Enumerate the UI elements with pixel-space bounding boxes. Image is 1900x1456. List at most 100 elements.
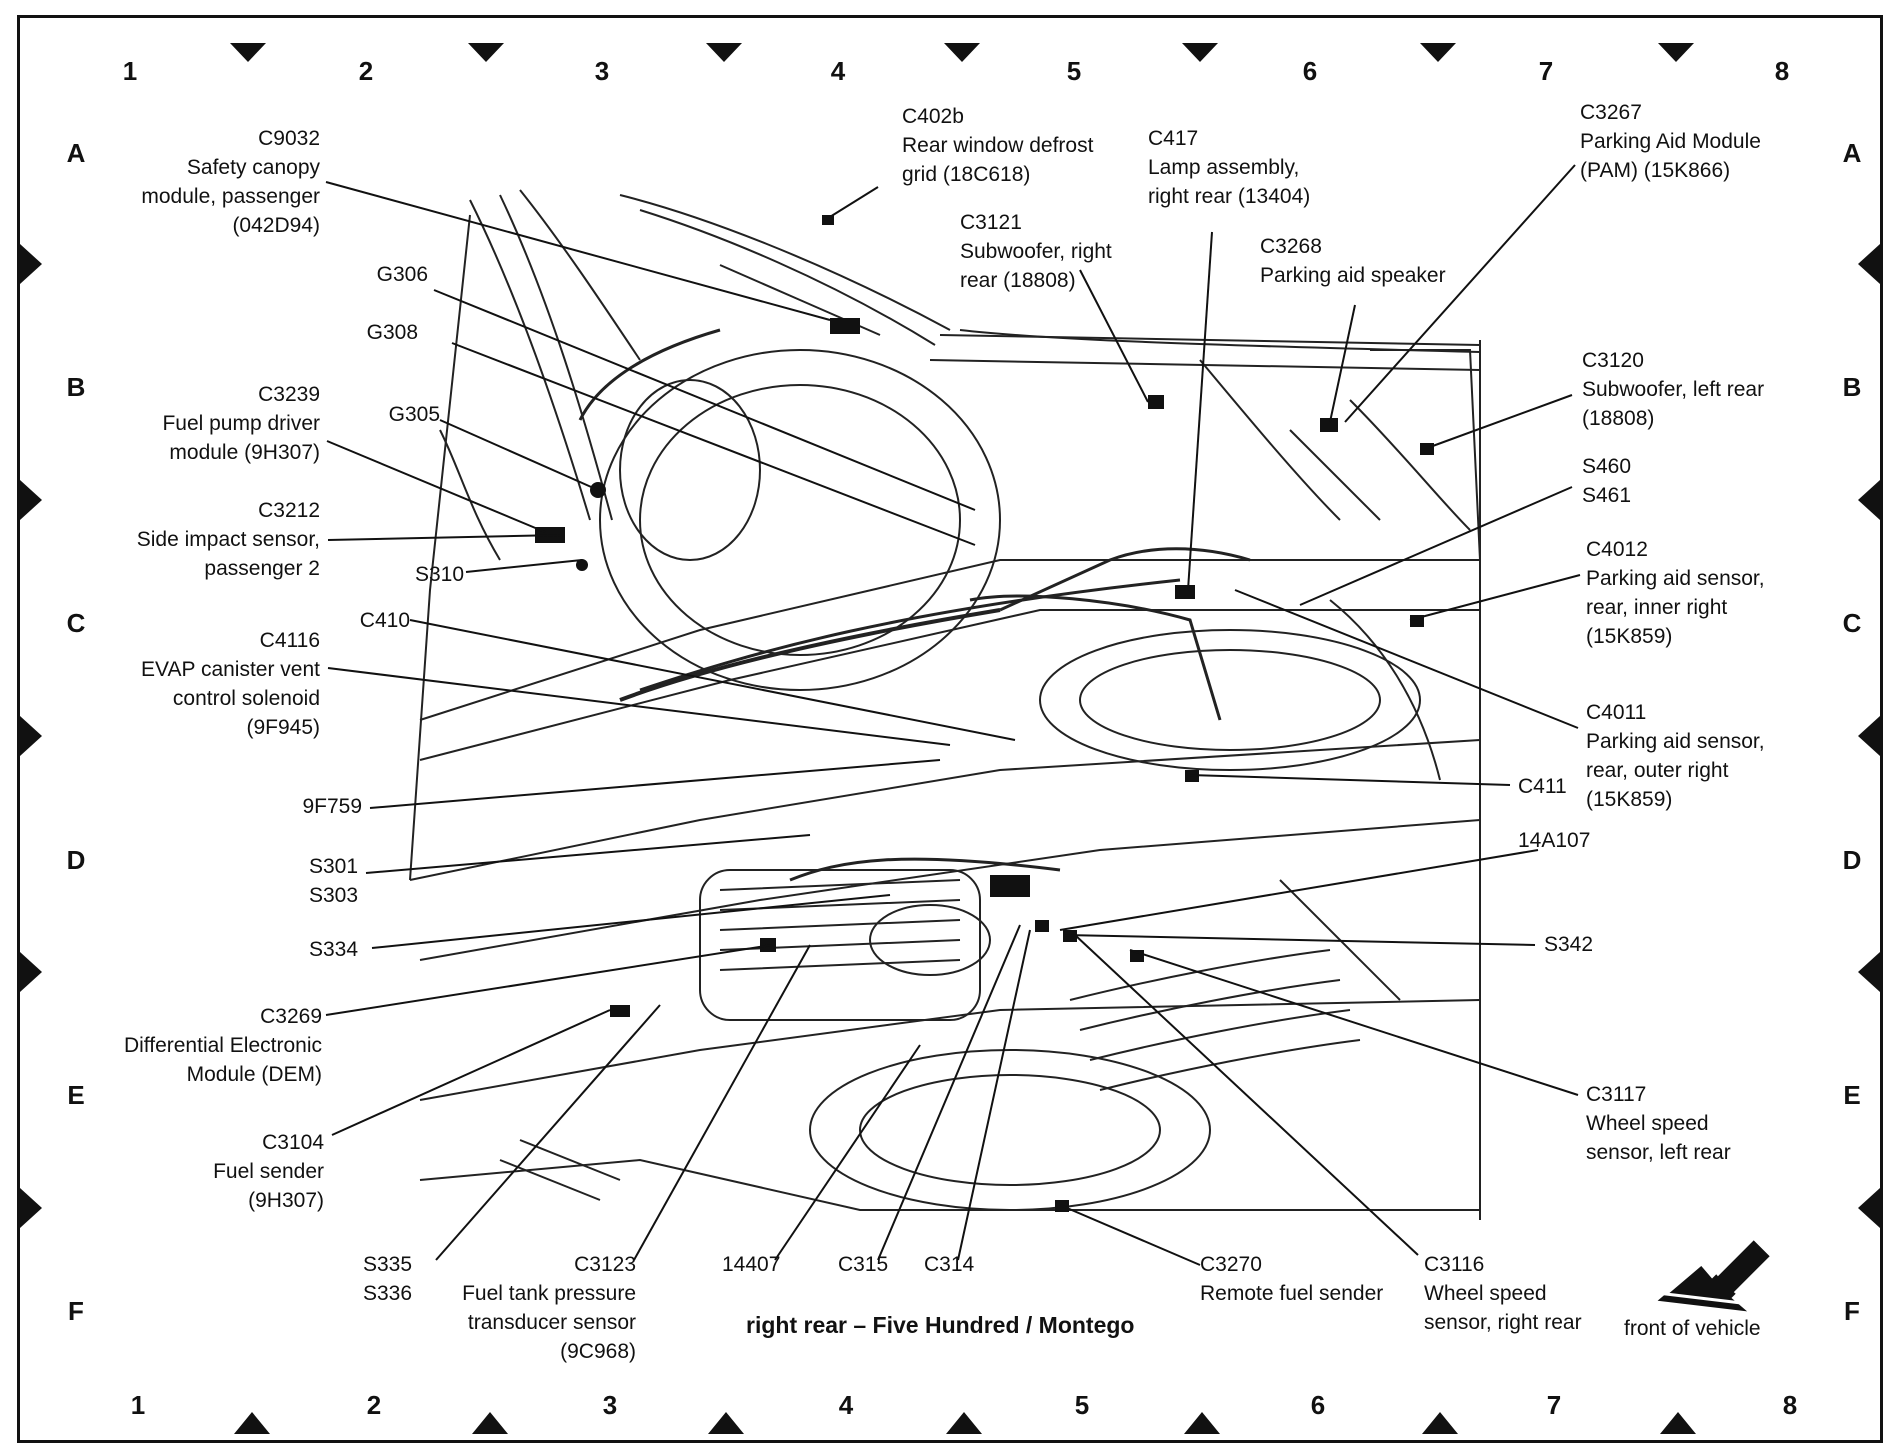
c3104-code: C3104 [262,1131,324,1154]
grid-number-top-4: 4 [830,56,846,86]
callout-c3120: C3120 Subwoofer, left rear (18808) [1582,346,1764,433]
c9032-line-2: module, passenger [141,185,320,208]
callout-g306: G306 [377,260,428,289]
callout-c4012: C4012 Parking aid sensor, rear, inner ri… [1586,535,1765,651]
c3120-line-2: (18808) [1582,407,1655,430]
c3123-code: C3123 [574,1253,636,1276]
callout-c3239: C3239 Fuel pump driver module (9H307) [162,380,320,467]
s336-code: S336 [362,1282,412,1305]
c3270-line-1: Remote fuel sender [1200,1282,1384,1305]
c9032-code: C9032 [258,127,320,150]
c3117-code: C3117 [1586,1083,1647,1106]
grid-number-top-1: 1 [122,56,138,86]
grid-number-bottom-6: 6 [1310,1390,1326,1420]
c3267-code: C3267 [1580,101,1642,124]
c3268-line-1: Parking aid speaker [1260,264,1446,287]
connector-markers [535,215,1434,1212]
callout-s335: S335 S336 [363,1250,412,1308]
front-of-vehicle-arrow [1657,1231,1779,1312]
callout-c3267: C3267 Parking Aid Module (PAM) (15K866) [1580,98,1761,185]
callout-c417: C417 Lamp assembly, right rear (13404) [1148,124,1310,211]
callout-leader-lines [325,164,1581,1266]
c4116-line-3: (9F945) [246,716,320,739]
9f759-code: 9F759 [302,795,362,818]
grid-number-bottom-7: 7 [1546,1390,1562,1420]
callout-9f759: 9F759 [302,792,362,821]
c3239-line-2: module (9H307) [169,441,320,464]
callout-g305: G305 [389,400,440,429]
grid-letter-right-b: B [1842,372,1862,402]
c3116-line-1: Wheel speed [1424,1282,1547,1305]
vehicle-body-outline [409,189,1481,1220]
callout-c315: C315 [838,1250,888,1279]
grid-number-top-2: 2 [358,56,374,86]
grid-letter-right-d: D [1842,845,1862,875]
callout-s310: S310 [415,560,464,589]
grid-letter-left-a: A [66,138,86,168]
c402b-line-1: Rear window defrost [902,134,1094,157]
grid-number-top-8: 8 [1774,56,1790,86]
grid-letter-right-a: A [1842,138,1862,168]
c3104-line-1: Fuel sender [213,1160,324,1183]
callout-14407: 14407 [722,1250,780,1279]
c3269-line-1: Differential Electronic [123,1034,322,1057]
c410-code: C410 [359,609,410,632]
s303-code: S303 [308,884,358,907]
c3269-line-2: Module (DEM) [186,1063,322,1086]
c3117-line-1: Wheel speed [1586,1112,1709,1135]
s334-code: S334 [308,938,358,961]
c3120-line-1: Subwoofer, left rear [1582,378,1765,401]
callout-c9032: C9032 Safety canopy module, passenger (0… [141,124,320,240]
grid-letter-right-c: C [1842,608,1862,638]
callout-c3104: C3104 Fuel sender (9H307) [213,1128,324,1215]
s460-code: S460 [1582,455,1632,478]
grid-number-top-5: 5 [1066,56,1082,86]
callout-c3121: C3121 Subwoofer, right rear (18808) [960,208,1112,295]
c4116-line-1: EVAP canister vent [141,658,320,681]
c3116-code: C3116 [1424,1253,1485,1276]
g308-code: G308 [366,321,418,344]
c9032-line-3: (042D94) [232,214,320,237]
c3239-code: C3239 [258,383,320,406]
c315-code: C315 [838,1253,889,1276]
c3121-line-2: rear (18808) [960,269,1076,292]
c3123-line-3: (9C968) [560,1340,636,1363]
c4012-code: C4012 [1586,538,1648,561]
c4012-line-1: Parking aid sensor, [1586,567,1765,590]
grid-number-bottom-2: 2 [366,1390,382,1420]
grid-number-bottom-8: 8 [1782,1390,1798,1420]
callout-c410: C410 [360,606,410,635]
callout-c314: C314 [924,1250,974,1279]
c417-code: C417 [1148,127,1199,150]
grid-number-bottom-5: 5 [1074,1390,1090,1420]
grid-letter-left-f: F [68,1296,84,1326]
callout-c3117: C3117 Wheel speed sensor, left rear [1586,1080,1731,1167]
grid-number-bottom-3: 3 [602,1390,618,1420]
callout-c411: C411 [1518,772,1567,801]
grid-letter-left-e: E [67,1080,85,1110]
c3123-line-2: transducer sensor [467,1311,636,1334]
c3121-code: C3121 [960,211,1022,234]
grid-letter-right-f: F [1844,1296,1860,1326]
callout-14a107: 14A107 [1518,826,1590,855]
c4116-code: C4116 [259,629,320,652]
grid-letter-left-d: D [66,845,86,875]
c3212-line-1: Side impact sensor, [136,528,320,551]
grid-letter-right-e: E [1843,1080,1861,1110]
c3269-code: C3269 [260,1005,322,1028]
c4011-line-3: (15K859) [1586,788,1673,811]
s310-code: S310 [414,563,464,586]
c4011-line-1: Parking aid sensor, [1586,730,1765,753]
grid-number-bottom-4: 4 [838,1390,854,1420]
callout-c3268: C3268 Parking aid speaker [1260,232,1446,290]
grid-letter-left-b: B [66,372,86,402]
c4012-line-2: rear, inner right [1586,596,1728,619]
c3116-line-2: sensor, right rear [1424,1311,1582,1334]
callout-c4116: C4116 EVAP canister vent control solenoi… [141,626,320,742]
14a107-code: 14A107 [1518,829,1591,852]
front-of-vehicle-label: front of vehicle [1624,1317,1761,1340]
grid-number-top-3: 3 [594,56,610,86]
s342-code: S342 [1544,933,1594,956]
